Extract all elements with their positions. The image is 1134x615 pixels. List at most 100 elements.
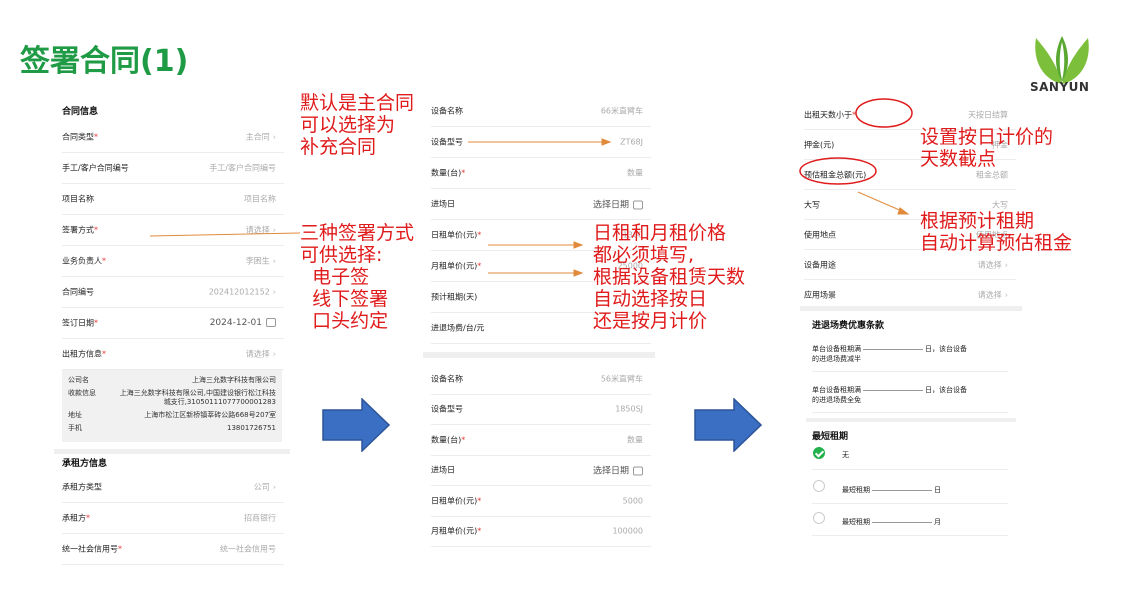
form-row[interactable]: 业务负责人* 李困生› — [62, 246, 284, 277]
form-row[interactable]: 承租方类型公司› — [62, 472, 284, 503]
form-row[interactable]: 使用地点使用地点 — [804, 220, 1016, 250]
form-row[interactable]: 预计租期(天) — [431, 282, 651, 313]
field-value[interactable]: 请选择› — [977, 290, 1008, 299]
form-row[interactable]: 大写 大写 — [804, 190, 1016, 220]
form-row[interactable]: 签订日期*2024-12-01 — [62, 308, 284, 339]
field-value[interactable]: 项目名称 — [244, 194, 276, 204]
field-value[interactable]: 5000 — [622, 496, 643, 506]
form-row[interactable]: 数量(台)* 数量 — [431, 425, 651, 456]
form-row[interactable]: 项目名称 项目名称 — [62, 184, 284, 215]
field-value[interactable]: 2024-12-01 — [210, 318, 276, 328]
form-row[interactable]: 进场日选择日期 — [431, 456, 651, 486]
radio-min-months[interactable] — [813, 512, 825, 524]
form-row[interactable]: 日租单价(元)* 5000 — [431, 486, 651, 517]
form-row[interactable]: 出租方信息*请选择› — [62, 339, 284, 370]
field-value[interactable]: 100000 — [612, 526, 643, 536]
field-value[interactable]: 主合同› — [245, 132, 276, 142]
radio-none[interactable] — [813, 447, 825, 459]
radio-min-days[interactable] — [813, 480, 825, 492]
required-mark: * — [94, 132, 98, 142]
field-value[interactable]: 大写 — [992, 200, 1008, 209]
field-value[interactable]: 李困生› — [245, 256, 276, 266]
field-value[interactable]: 56米直臂车 — [600, 374, 643, 384]
field-label: 签署方式* — [62, 225, 98, 235]
form-row[interactable]: 月租单价(元)*100000 — [431, 517, 651, 547]
field-value[interactable]: 统一社会信用号 — [220, 544, 276, 554]
chevron-right-icon: › — [1004, 290, 1008, 299]
form-row[interactable]: 日租单价(元)*1300 — [431, 220, 651, 251]
chevron-right-icon: › — [272, 482, 276, 492]
field-label: 日租单价(元)* — [431, 496, 482, 506]
field-value[interactable]: 25000 — [617, 261, 643, 271]
form-row[interactable]: 数量(台)*数量 — [431, 158, 651, 189]
field-value[interactable]: 选择日期 — [593, 198, 643, 211]
field-value[interactable]: ZT68J — [620, 137, 643, 147]
required-mark: * — [102, 256, 106, 266]
field-value[interactable]: 1850SJ — [615, 404, 643, 414]
calendar-icon — [633, 200, 643, 210]
field-value[interactable]: 1300 — [622, 230, 643, 240]
option-min-days: 最短租期日 — [842, 486, 941, 494]
form-row[interactable]: 出租天数小于* 天按日结算 — [804, 100, 1016, 130]
lessor-info-block: 公司名上海三允数字科技有限公司收款信息上海三允数字科技有限公司,中国建设银行松江… — [62, 370, 282, 442]
field-label: 承租方* — [62, 513, 90, 523]
field-value[interactable]: 请选择› — [977, 260, 1008, 269]
field-value[interactable]: 公司› — [253, 482, 276, 492]
field-label: 设备型号 — [431, 404, 463, 414]
field-value[interactable]: 押金 — [992, 140, 1008, 149]
field-label: 出租天数小于* — [804, 110, 856, 119]
form-row[interactable]: 设备型号 1850SJ — [431, 395, 651, 425]
field-value[interactable]: 租金总额 — [976, 170, 1008, 179]
form-row[interactable]: 合同编号 202412012152› — [62, 277, 284, 308]
field-label: 业务负责人* — [62, 256, 106, 266]
field-value[interactable]: 数量 — [627, 435, 643, 445]
section-title: 承租方信息 — [62, 459, 108, 469]
min-months-input[interactable] — [872, 521, 932, 523]
field-label: 统一社会信用号* — [62, 544, 122, 554]
field-label: 进退场费/台/元 — [431, 323, 485, 333]
field-label: 设备名称 — [431, 106, 463, 116]
field-label: 大写 — [804, 200, 820, 209]
field-value[interactable]: 使用地点 — [976, 230, 1008, 239]
field-value[interactable]: 天按日结算 — [968, 110, 1008, 119]
form-row[interactable]: 合同类型*主合同› — [62, 122, 284, 153]
form-row[interactable]: 手工/客户合同编号手工/客户合同编号 — [62, 153, 284, 184]
field-label: 项目名称 — [62, 194, 94, 204]
field-label: 数量(台)* — [431, 435, 466, 445]
field-value[interactable]: 手工/客户合同编号 — [209, 163, 276, 173]
next-step-arrow-icon — [322, 398, 390, 452]
calendar-icon — [266, 318, 276, 327]
form-row[interactable]: 承租方* 招商银行 — [62, 503, 284, 534]
discount-free-days-input[interactable] — [863, 389, 923, 391]
form-row[interactable]: 月租单价(元)*25000 — [431, 251, 651, 282]
discount-half-days-input[interactable] — [863, 348, 923, 350]
field-label: 合同编号 — [62, 287, 94, 297]
field-value[interactable]: 选择日期 — [593, 464, 643, 477]
note-price: 日租和月租价格 都必须填写, 根据设备租赁天数 自动选择按日 还是按月计价 — [593, 222, 746, 332]
form-row[interactable]: 设备用途 请选择› — [804, 250, 1016, 280]
field-value[interactable]: 202412012152› — [208, 287, 276, 297]
field-value[interactable]: 请选择› — [245, 349, 276, 359]
form-row[interactable]: 设备名称 66米直臂车 — [431, 96, 651, 127]
field-value[interactable]: 数量 — [627, 168, 643, 178]
field-label: 预计租期(天) — [431, 292, 478, 302]
field-label: 设备用途 — [804, 260, 836, 269]
form-row[interactable]: 进退场费/台/元 — [431, 313, 651, 344]
field-value[interactable]: 招商银行 — [244, 513, 276, 523]
form-row[interactable]: 押金(元)押金 — [804, 130, 1016, 160]
discount-title: 进退场费优惠条款 — [812, 321, 885, 331]
required-mark: * — [461, 168, 466, 178]
form-row[interactable]: 签署方式* 请选择› — [62, 215, 284, 246]
min-days-input[interactable] — [872, 489, 932, 491]
field-value[interactable]: 66米直臂车 — [600, 106, 643, 116]
required-mark: * — [94, 318, 98, 328]
field-value[interactable]: 请选择› — [245, 225, 276, 235]
section-title: 合同信息 — [62, 107, 99, 117]
lessee-info-panel: 承租方信息 承租方类型公司› 承租方* 招商银行统一社会信用号* 统一社会信用号 — [62, 456, 284, 565]
form-row[interactable]: 统一社会信用号* 统一社会信用号 — [62, 534, 284, 565]
form-row[interactable]: 进场日选择日期 — [431, 189, 651, 220]
sanyun-leaf-logo-icon — [1035, 36, 1089, 84]
